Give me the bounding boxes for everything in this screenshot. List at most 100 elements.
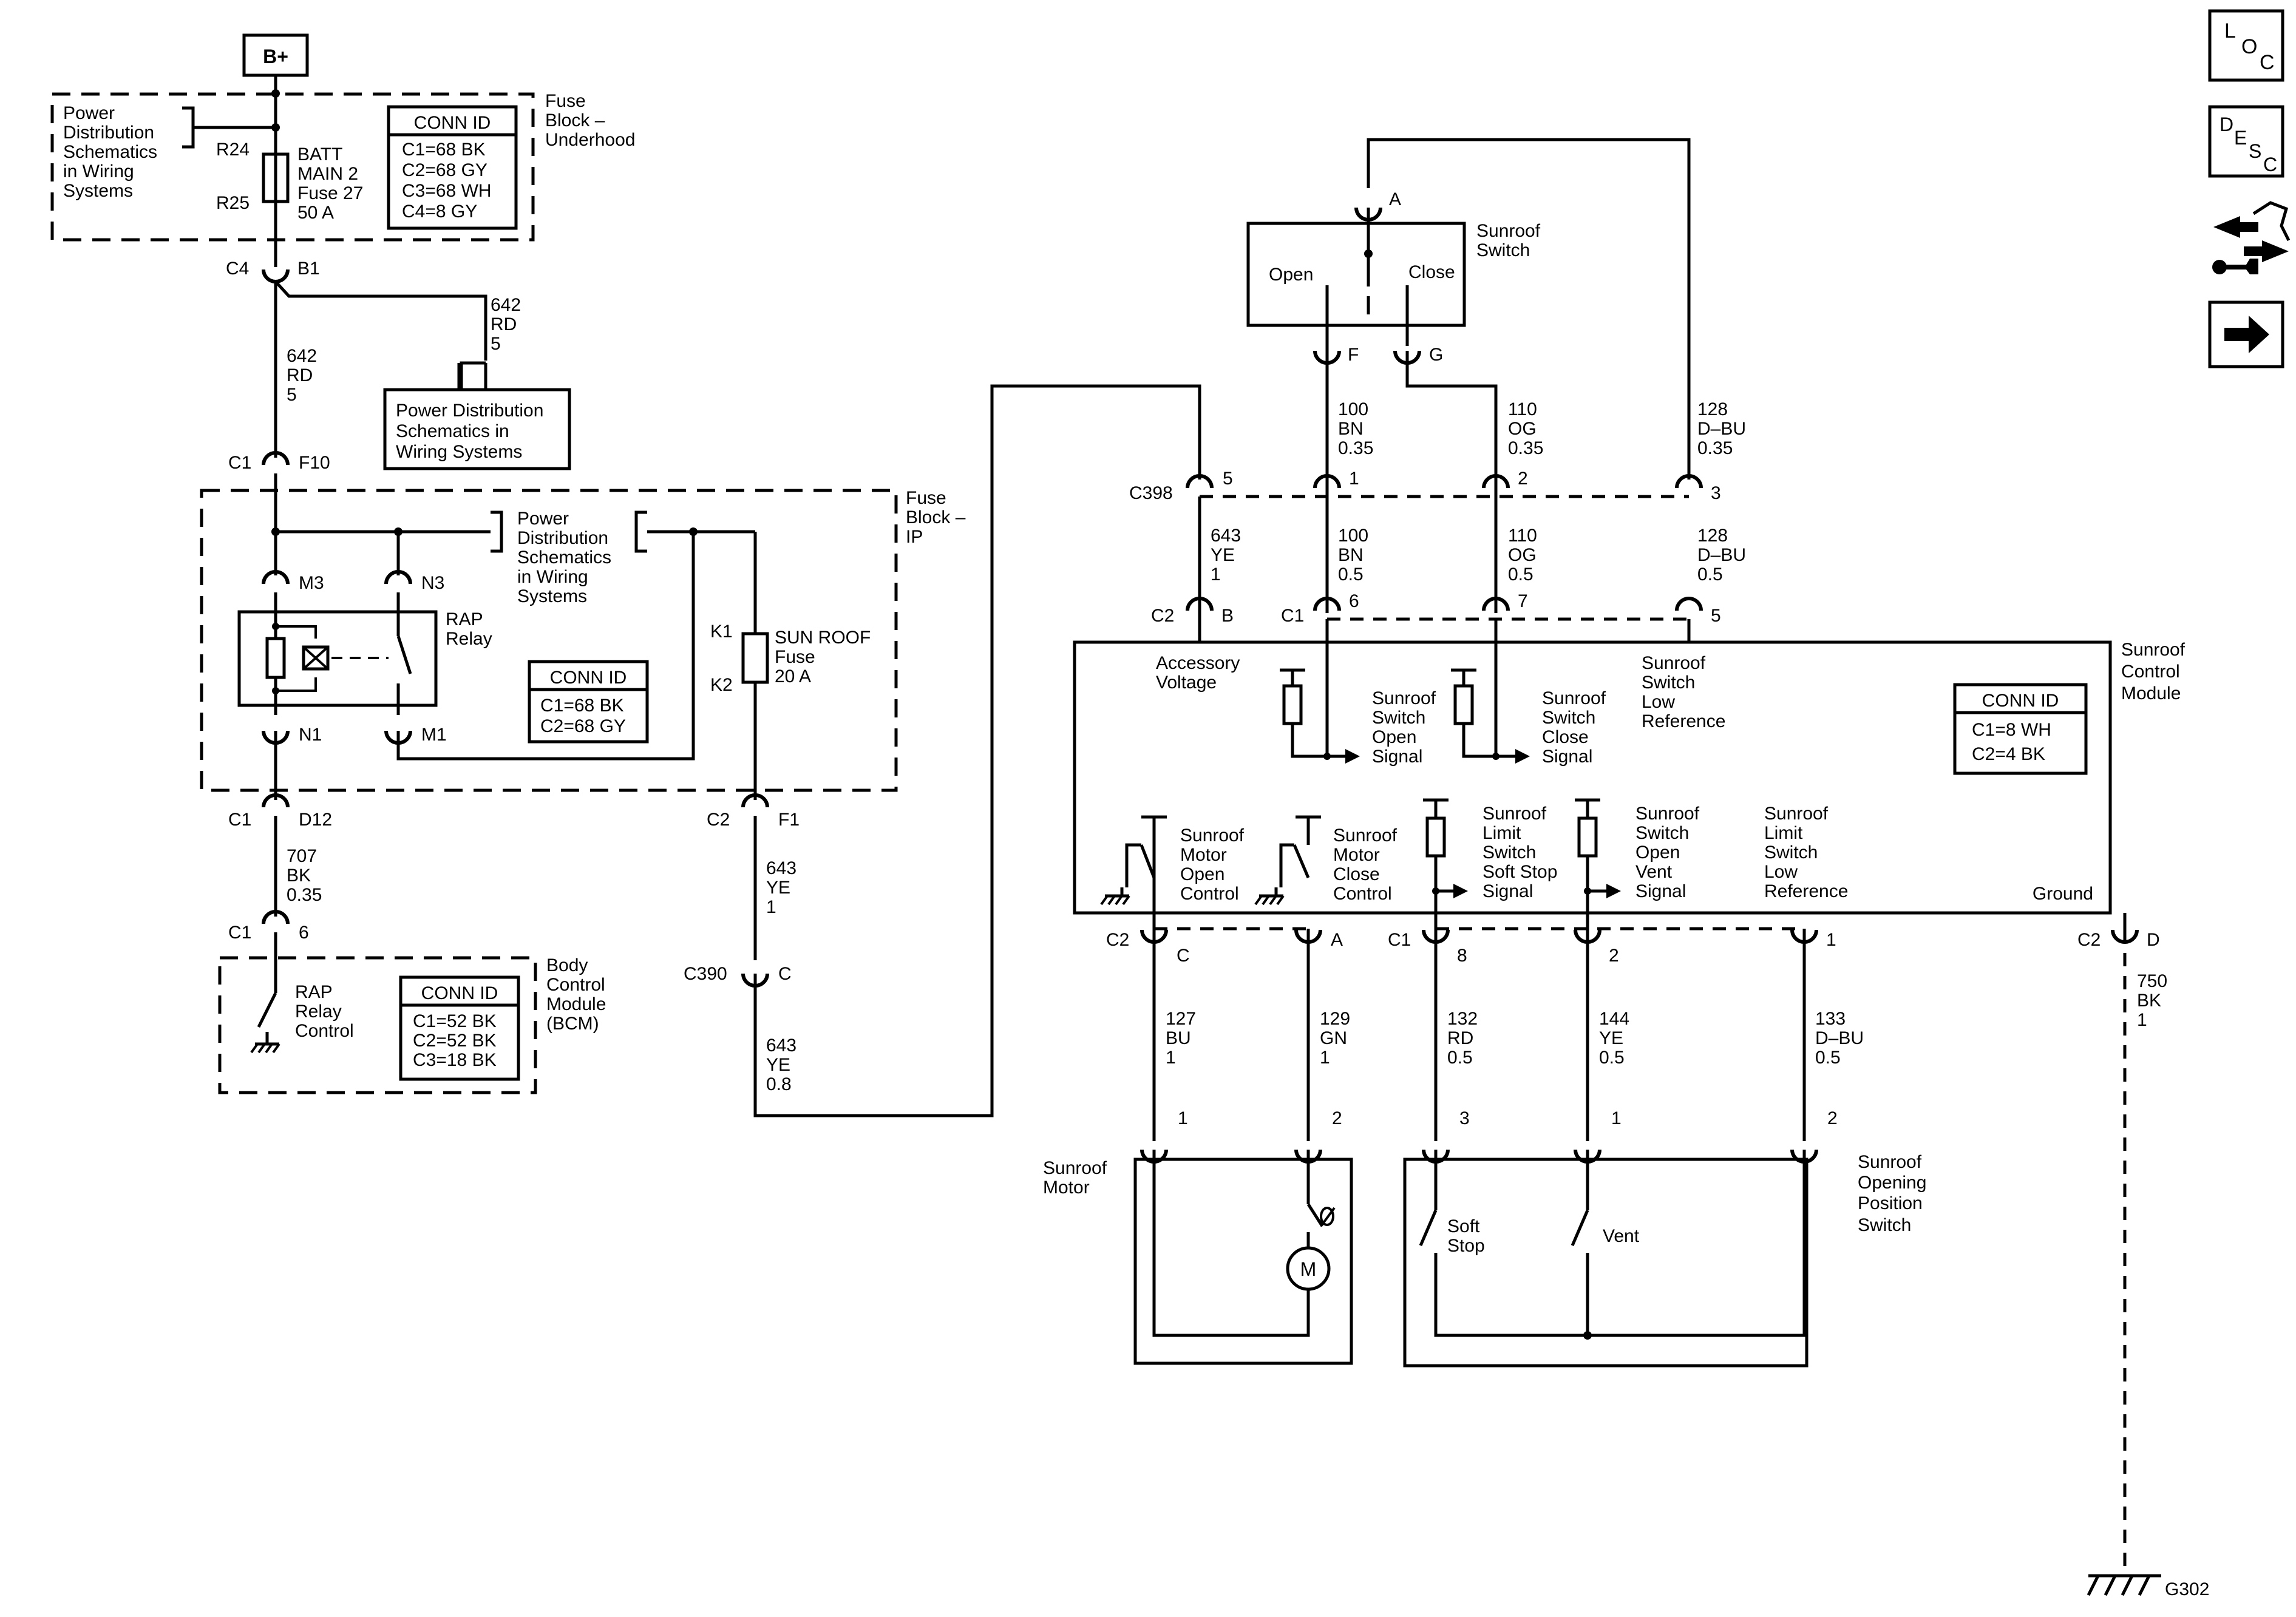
svg-text:0.5: 0.5 [1447, 1048, 1473, 1068]
svg-text:128: 128 [1697, 399, 1728, 419]
scm-c1-top-label: C1 [1281, 606, 1304, 626]
motor-close-control-label: Sunroof Motor Close Control [1333, 825, 1398, 904]
svg-text:BN: BN [1338, 419, 1364, 439]
battery-label: B+ [263, 46, 288, 67]
wire-128-top-label: 128 D–BU 0.35 [1697, 399, 1746, 458]
bcm-pin6-label: 6 [299, 923, 309, 943]
svg-text:OG: OG [1508, 419, 1537, 439]
ground-g302: G302 [2087, 1574, 2209, 1599]
c390-pin-label: C [778, 964, 792, 984]
limit-low-ref-label: Sunroof Limit Switch Low Reference [1764, 804, 1848, 901]
svg-text:Systems: Systems [63, 181, 133, 201]
scm-conn-id-box: CONN ID C1=8 WH C2=4 BK [1953, 683, 2088, 775]
bcm-outline [218, 956, 537, 1094]
svg-text:C1=52 BK: C1=52 BK [413, 1011, 497, 1031]
switch-pin-a-label: A [1389, 189, 1401, 209]
n1-pin-label: N1 [299, 725, 322, 745]
svg-text:Sunroof: Sunroof [1372, 688, 1436, 708]
svg-text:132: 132 [1447, 1009, 1478, 1029]
svg-text:C: C [2260, 51, 2275, 74]
pos-pin1-label: 1 [1611, 1108, 1622, 1128]
svg-text:RD: RD [1447, 1028, 1473, 1048]
svg-text:D–BU: D–BU [1697, 419, 1746, 439]
wire-642-main-label: 642 RD 5 [287, 346, 317, 405]
svg-text:0.5: 0.5 [1697, 564, 1723, 585]
connector-tool-icon[interactable] [2212, 201, 2291, 274]
f10-pin-label: F10 [299, 453, 330, 473]
svg-text:128: 128 [1697, 526, 1728, 546]
svg-text:BU: BU [1166, 1028, 1191, 1048]
svg-text:C3=68 WH: C3=68 WH [402, 181, 492, 201]
scm-ground-label: Ground [2033, 884, 2093, 904]
svg-text:RD: RD [287, 365, 313, 385]
svg-text:CONN ID: CONN ID [421, 983, 498, 1003]
svg-text:Switch: Switch [1542, 708, 1595, 728]
ip-conn-id-box: CONN ID C1=68 BK C2=68 GY [528, 660, 649, 744]
svg-text:Relay: Relay [295, 1002, 342, 1022]
switch-pin-g-label: G [1429, 345, 1443, 365]
svg-text:Voltage: Voltage [1156, 673, 1217, 693]
wire-144-label: 144 YE 0.5 [1599, 1009, 1629, 1068]
motor-pin2-label: 2 [1332, 1108, 1342, 1128]
svg-text:C2=4 BK: C2=4 BK [1972, 744, 2045, 764]
svg-text:L: L [2224, 19, 2236, 42]
svg-text:0.35: 0.35 [1338, 438, 1373, 458]
c390-conn-label: C390 [684, 964, 727, 984]
sunroof-fuse-label: SUN ROOF Fuse 20 A [775, 628, 871, 686]
wire-643-upper-label: 643 YE 1 [766, 858, 796, 917]
open-signal-label: Sunroof Switch Open Signal [1372, 688, 1436, 767]
svg-text:Switch: Switch [1858, 1215, 1911, 1235]
svg-text:643: 643 [766, 1036, 796, 1056]
rap-relay-control-label: RAP Relay Control [295, 982, 354, 1041]
svg-text:Motor: Motor [1043, 1178, 1090, 1198]
sunroof-opening-position-switch: Soft Stop Vent [1403, 1150, 1809, 1368]
switch-low-ref-label: Sunroof Switch Low Reference [1642, 653, 1725, 731]
svg-text:Sunroof: Sunroof [1858, 1152, 1922, 1172]
svg-text:144: 144 [1599, 1009, 1629, 1029]
svg-text:Power: Power [63, 103, 115, 123]
svg-text:3: 3 [1711, 483, 1721, 503]
svg-text:0.5: 0.5 [1338, 564, 1364, 585]
c1-d12-conn-label: C1 [228, 810, 251, 830]
svg-text:C2=52 BK: C2=52 BK [413, 1031, 497, 1051]
svg-text:5: 5 [491, 334, 501, 354]
wire-133-label: 133 D–BU 0.5 [1815, 1009, 1864, 1068]
soft-stop-signal-label: Sunroof Limit Switch Soft Stop Signal [1483, 804, 1557, 901]
next-arrow-icon[interactable] [2208, 300, 2284, 368]
svg-text:Sunroof: Sunroof [2121, 640, 2186, 660]
pds-schematics-label: Power Distribution Schematics in Wiring … [396, 401, 543, 462]
svg-text:Signal: Signal [1542, 747, 1592, 767]
svg-text:CONN ID: CONN ID [414, 113, 491, 133]
svg-text:5: 5 [1223, 469, 1233, 489]
wire-110-mid-label: 110 OG 0.5 [1508, 526, 1537, 585]
svg-text:Sunroof: Sunroof [1476, 221, 1541, 241]
wire-129-label: 129 GN 1 [1320, 1009, 1350, 1068]
desc-icon[interactable]: D E S C [2208, 105, 2284, 178]
svg-text:SUN ROOF: SUN ROOF [775, 628, 871, 648]
svg-text:Control: Control [2121, 662, 2180, 682]
svg-text:C2=68 GY: C2=68 GY [402, 160, 487, 180]
svg-text:0.8: 0.8 [766, 1074, 792, 1094]
pds-schematics-box [383, 388, 571, 470]
bcm-c1-label: C1 [228, 923, 251, 943]
svg-text:110: 110 [1508, 526, 1537, 546]
svg-text:YE: YE [766, 1055, 790, 1075]
svg-text:Open: Open [1180, 864, 1224, 884]
rap-relay: RAP Relay [237, 592, 492, 715]
underhood-pds-ref: Power Distribution Schematics in Wiring … [63, 103, 157, 201]
svg-text:Switch: Switch [1372, 708, 1425, 728]
svg-text:RAP: RAP [295, 982, 333, 1002]
svg-text:Reference: Reference [1764, 881, 1848, 901]
pin-r25-label: R25 [216, 193, 250, 213]
sunroof-fuse [741, 632, 769, 684]
scm-c1-bottom-label: C1 [1388, 930, 1411, 950]
svg-text:129: 129 [1320, 1009, 1350, 1029]
sunroof-switch[interactable]: Open Close [1246, 208, 1466, 352]
fuse-block-underhood-title: Fuse Block – Underhood [545, 91, 635, 150]
sunroof-motor: M [1133, 1150, 1353, 1365]
svg-text:Distribution: Distribution [517, 528, 608, 548]
loc-icon[interactable]: L O C [2208, 9, 2284, 82]
svg-text:0.5: 0.5 [1815, 1048, 1841, 1068]
svg-text:Stop: Stop [1447, 1236, 1485, 1256]
svg-text:(BCM): (BCM) [546, 1014, 599, 1034]
